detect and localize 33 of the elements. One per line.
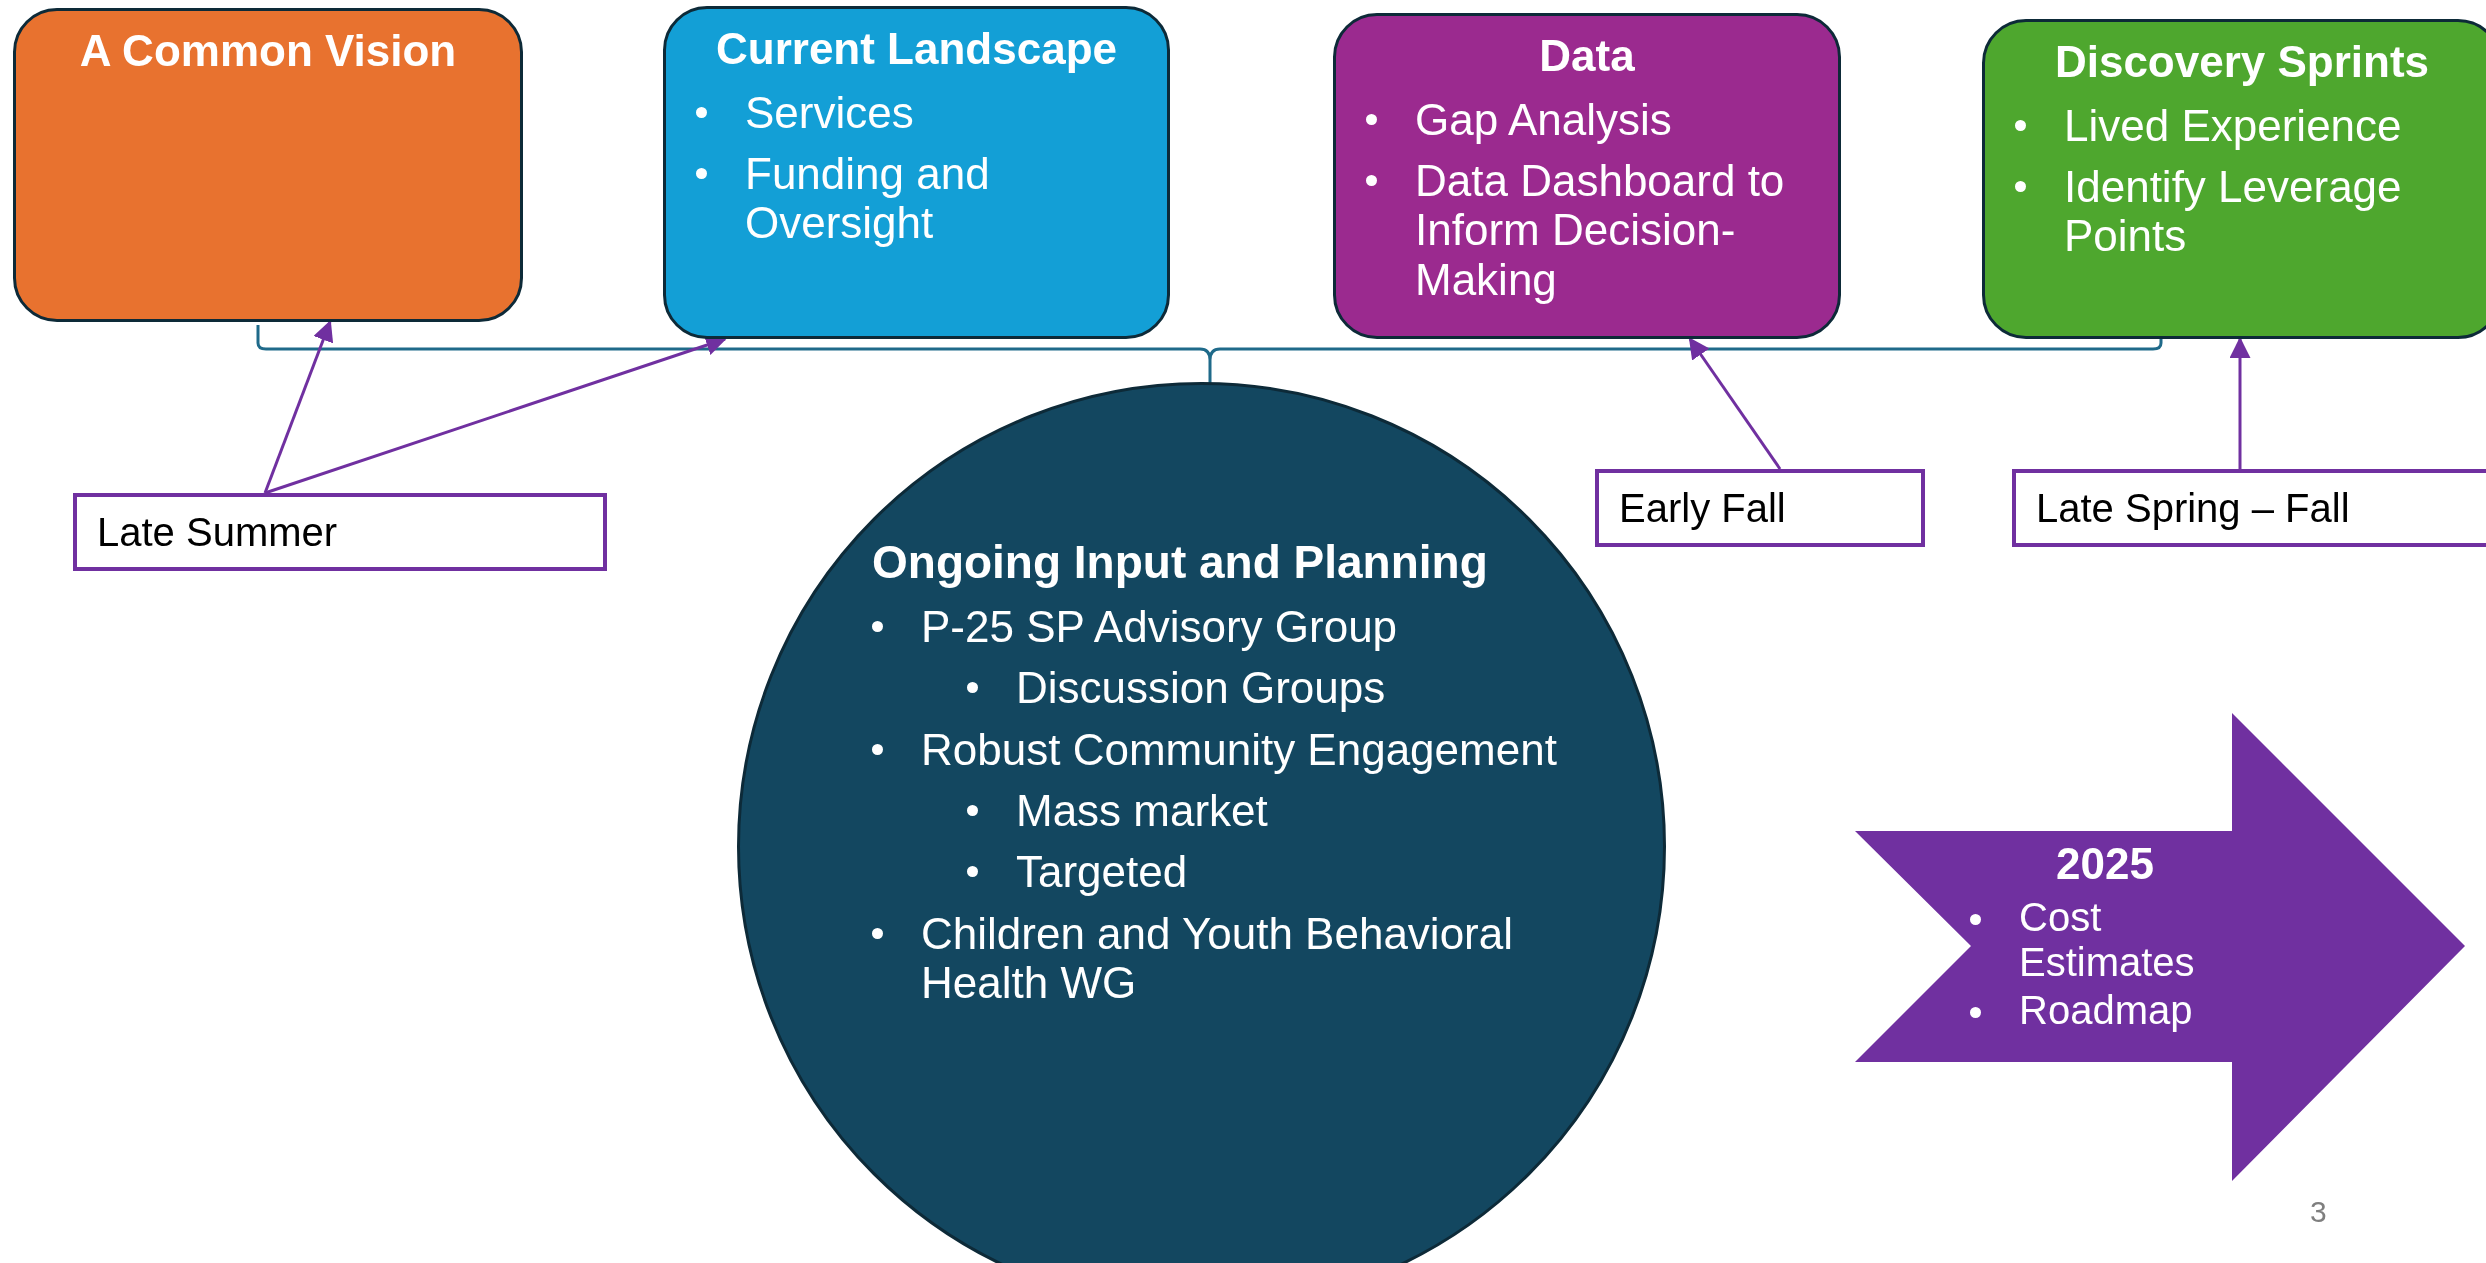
page-number: 3 bbox=[2310, 1195, 2327, 1229]
topic-box bbox=[663, 6, 1170, 339]
bullet-text: Data Dashboard to Inform Decision-Making bbox=[1415, 156, 1786, 304]
topic-box bbox=[1333, 13, 1841, 339]
heading: Data bbox=[1538, 30, 1636, 82]
bullet-text: Funding and Oversight bbox=[745, 149, 991, 248]
bullet-text: P-25 SP Advisory Group bbox=[921, 602, 1398, 652]
heading: Current Landscape bbox=[715, 23, 1118, 75]
bullet-text: Identify Leverage Points bbox=[2064, 162, 2403, 261]
arrow bbox=[263, 320, 334, 494]
bullet-text: Lived Experience bbox=[2064, 100, 2402, 151]
heading: 2025 bbox=[2055, 838, 2155, 890]
topic-box bbox=[1982, 19, 2486, 339]
timing-label: Late Spring – Fall bbox=[2036, 485, 2350, 531]
arrow bbox=[1688, 337, 1782, 470]
timing-label: Late Summer bbox=[97, 509, 338, 555]
bullet-text: Discussion Groups bbox=[1016, 663, 1386, 713]
bullet-text: Services bbox=[745, 87, 914, 138]
timing-box bbox=[2012, 469, 2486, 547]
bullet-text: Roadmap bbox=[2019, 988, 2193, 1034]
bullet-text: Mass market bbox=[1016, 786, 1268, 836]
timing-box bbox=[73, 493, 607, 571]
topic-box bbox=[13, 8, 523, 322]
heading: A Common Vision bbox=[78, 25, 458, 77]
bullet-text: Cost Estimates bbox=[2019, 894, 2196, 985]
heading: Discovery Sprints bbox=[2053, 36, 2431, 88]
timing-box bbox=[1595, 469, 1925, 547]
timing-label: Early Fall bbox=[1619, 485, 1786, 531]
bullet-text: Children and Youth Behavioral Health WG bbox=[921, 908, 1514, 1008]
bullet-text: Gap Analysis bbox=[1415, 94, 1672, 145]
bullet-text: Targeted bbox=[1016, 847, 1188, 897]
heading: Ongoing Input and Planning bbox=[872, 535, 1489, 590]
bullet-text: Robust Community Engagement bbox=[921, 724, 1557, 774]
